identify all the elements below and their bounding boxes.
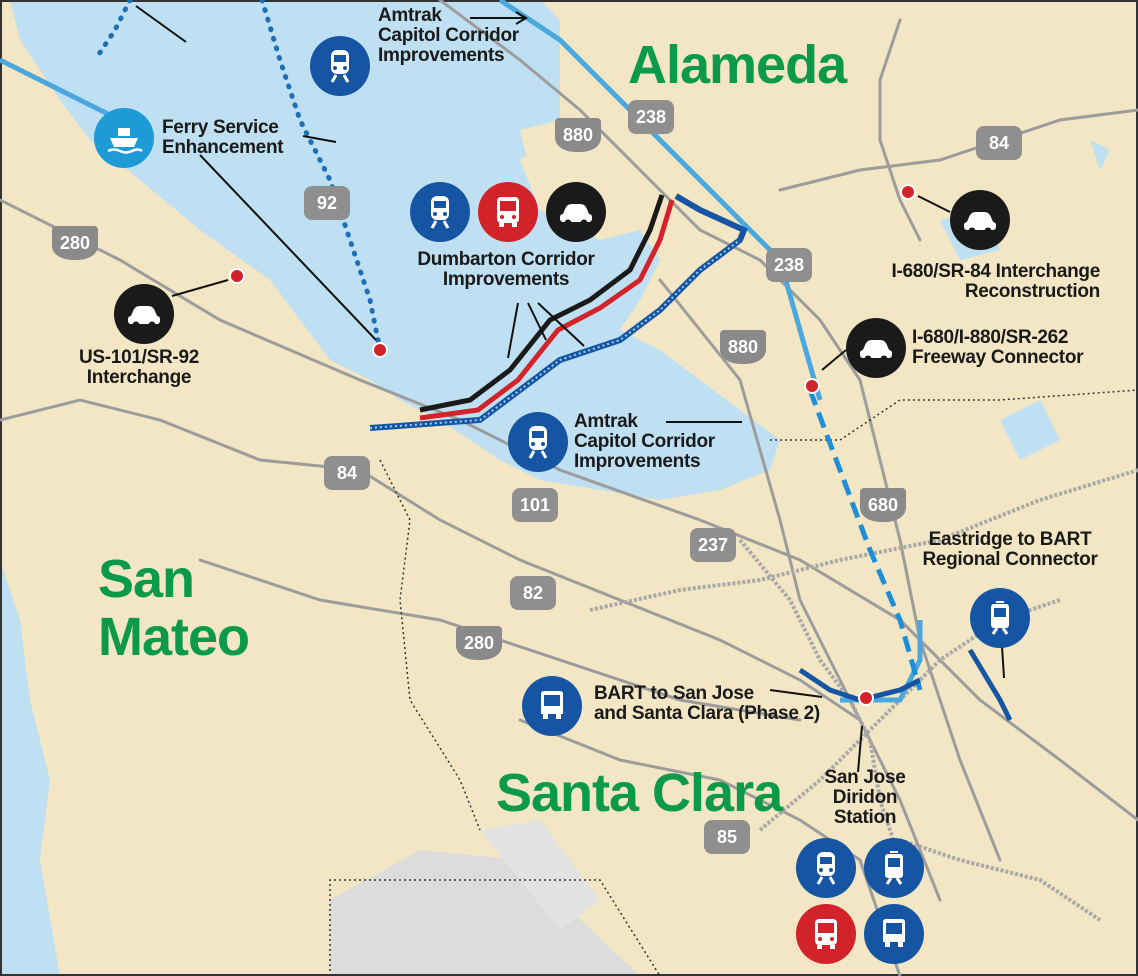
label-line: I-680/I-880/SR-262: [912, 327, 1069, 348]
label-line: Regional Connector: [922, 549, 1098, 570]
project-label-us101-sr92: US-101/SR-92 Interchange: [64, 348, 214, 388]
project-label-i680-sr84: I-680/SR-84 Interchange Reconstruction: [832, 262, 1100, 302]
label-line: Improvements: [574, 451, 701, 472]
route-shield-101: 101: [512, 488, 558, 522]
route-shield-680: 680: [860, 488, 906, 522]
route-shield-238: 238: [628, 100, 674, 134]
label-line: Freeway Connector: [912, 347, 1084, 368]
label-line: Interchange: [86, 367, 192, 388]
label-line: Eastridge to BART: [928, 529, 1092, 550]
label-line: Improvements: [442, 269, 570, 290]
project-marker: [372, 342, 388, 358]
bart-route: [807, 389, 923, 691]
label-line: Diridon: [832, 787, 898, 808]
label-line: US-101/SR-92: [79, 347, 199, 368]
county-label-alameda: Alameda: [628, 35, 847, 95]
project-marker: [858, 690, 874, 706]
route-shield-238: 238: [766, 248, 812, 282]
project-label-bart-sj: BART to San Jose and Santa Clara (Phase …: [594, 684, 820, 724]
route-shield-280: 280: [456, 626, 502, 660]
county-label-san-mateo-text: San Mateo: [98, 549, 250, 667]
project-marker: [900, 184, 916, 200]
bus-icon: [478, 182, 538, 242]
train-icon: [796, 838, 856, 898]
project-label-diridon: San Jose Diridon Station: [810, 768, 920, 828]
train-icon: [410, 182, 470, 242]
project-label-i680-i880-sr262: I-680/I-880/SR-262 Freeway Connector: [912, 327, 1084, 368]
project-label-eastridge: Eastridge to BART Regional Connector: [900, 530, 1120, 570]
route-shield-880: 880: [555, 118, 601, 152]
route-shield-84: 84: [976, 126, 1022, 160]
label-line: Capitol Corridor: [378, 25, 519, 46]
label-line: Improvements: [378, 45, 505, 66]
bart-icon: [864, 904, 924, 964]
bay-water: [10, 0, 780, 500]
route-shield-237: 237: [690, 528, 736, 562]
bart-icon: [522, 676, 582, 736]
project-label-dumbarton: Dumbarton Corridor Improvements: [396, 250, 616, 290]
ferry-icon: [94, 108, 154, 168]
car-icon: [950, 190, 1010, 250]
project-marker: [804, 378, 820, 394]
county-label-san-mateo: San Mateo: [98, 550, 278, 666]
light-rail-icon: [864, 838, 924, 898]
light-rail-icon: [970, 588, 1030, 648]
project-marker: [229, 268, 245, 284]
dumbarton-black: [419, 194, 665, 413]
route-shield-84: 84: [324, 456, 370, 490]
county-label-santa-clara: Santa Clara: [496, 763, 783, 823]
route-shield-85: 85: [704, 820, 750, 854]
label-line: Station: [833, 807, 897, 828]
route-shield-880: 880: [720, 330, 766, 364]
label-line: Enhancement: [162, 137, 284, 158]
route-shield-280: 280: [52, 226, 98, 260]
label-line: Capitol Corridor: [574, 431, 715, 452]
ferry-route: [259, 0, 383, 353]
label-line: and Santa Clara (Phase 2): [594, 703, 820, 724]
label-line: Amtrak: [574, 411, 638, 432]
label-line: Ferry Service: [162, 117, 279, 138]
route-shield-92: 92: [304, 186, 350, 220]
dumbarton-red: [419, 199, 675, 421]
project-label-amtrak-north: Amtrak Capitol Corridor Improvements: [378, 6, 519, 66]
label-line: San Jose: [824, 767, 906, 788]
label-line: BART to San Jose: [594, 683, 754, 704]
label-line: Dumbarton Corridor: [417, 249, 595, 270]
label-line: Reconstruction: [964, 281, 1100, 302]
project-label-ferry: Ferry Service Enhancement: [162, 117, 284, 158]
car-icon: [114, 284, 174, 344]
train-icon: [508, 412, 568, 472]
label-line: I-680/SR-84 Interchange: [891, 261, 1100, 282]
label-line: Amtrak: [378, 5, 442, 26]
train-icon: [310, 36, 370, 96]
project-label-amtrak-south: Amtrak Capitol Corridor Improvements: [574, 412, 715, 472]
hills-area: [330, 850, 640, 976]
bus-icon: [796, 904, 856, 964]
car-icon: [546, 182, 606, 242]
car-icon: [846, 318, 906, 378]
dumbarton-rail: [369, 193, 748, 431]
route-shield-82: 82: [510, 576, 556, 610]
